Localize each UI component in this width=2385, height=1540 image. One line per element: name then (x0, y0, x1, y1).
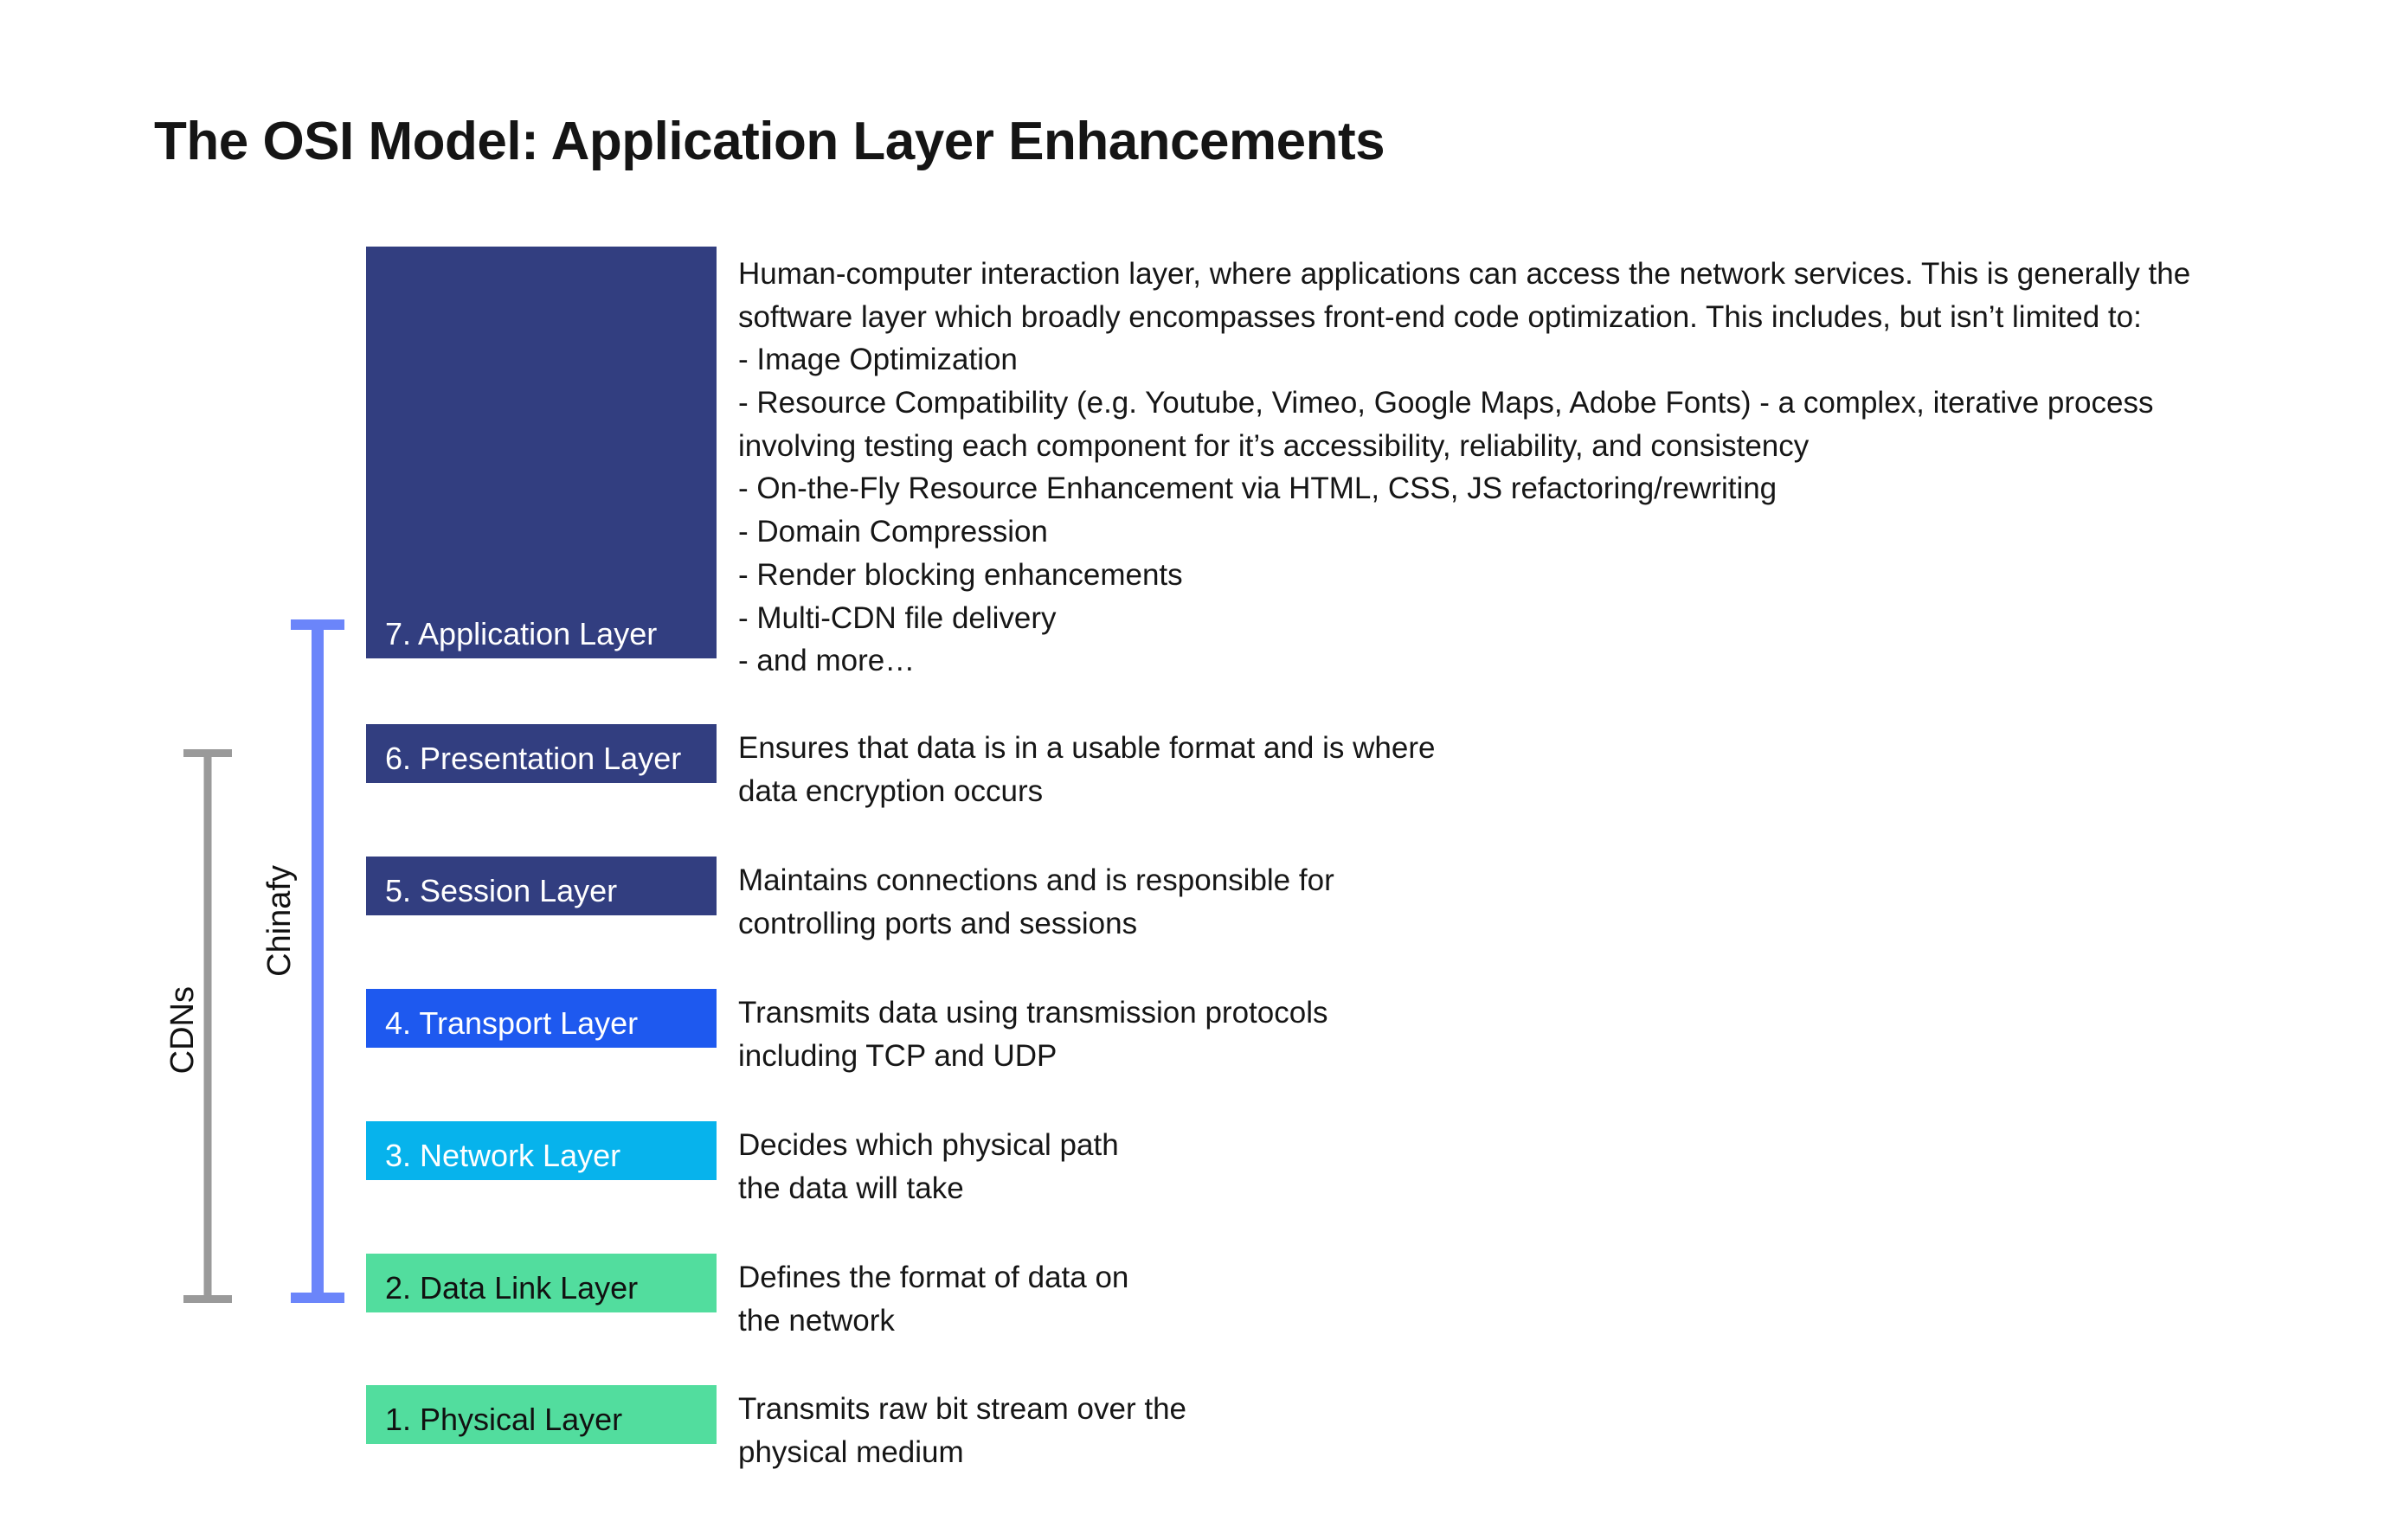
layer-box-session[interactable]: 5. Session Layer (366, 857, 717, 915)
bracket-chinafy-stem (312, 619, 324, 1303)
layer-label-transport: 4. Transport Layer (385, 1005, 639, 1041)
layer-box-application[interactable]: 7. Application Layer (366, 247, 717, 658)
layer-description-data-link: Defines the format of data on the networ… (738, 1261, 1129, 1338)
page-title: The OSI Model: Application Layer Enhance… (154, 112, 1385, 171)
layer-label-application: 7. Application Layer (385, 616, 658, 651)
layer-label-presentation: 6. Presentation Layer (385, 741, 682, 776)
bracket-cdns-label: CDNs (164, 986, 201, 1075)
layer-box-transport[interactable]: 4. Transport Layer (366, 989, 717, 1048)
layer-box-data-link[interactable]: 2. Data Link Layer (366, 1254, 717, 1312)
layer-description-presentation: Ensures that data is in a usable format … (738, 731, 1436, 808)
layer-description-application: Human-computer interaction layer, where … (738, 257, 2191, 678)
layer-description-network: Decides which physical path the data wil… (738, 1128, 1119, 1205)
layer-label-data-link: 2. Data Link Layer (385, 1270, 639, 1306)
layer-box-network[interactable]: 3. Network Layer (366, 1121, 717, 1180)
layer-box-physical[interactable]: 1. Physical Layer (366, 1385, 717, 1444)
layer-label-session: 5. Session Layer (385, 873, 618, 908)
bracket-cdns-stem (203, 749, 212, 1303)
bracket-cdns-bottom-cap (183, 1295, 232, 1303)
layer-label-physical: 1. Physical Layer (385, 1402, 623, 1437)
bracket-chinafy (291, 619, 344, 1303)
layer-box-presentation[interactable]: 6. Presentation Layer (366, 724, 717, 783)
bracket-chinafy-bottom-cap (291, 1293, 344, 1303)
layer-description-transport: Transmits data using transmission protoc… (738, 996, 1328, 1073)
bracket-chinafy-label: Chinafy (261, 865, 298, 977)
layer-description-session: Maintains connections and is responsible… (738, 863, 1334, 940)
layer-label-network: 3. Network Layer (385, 1138, 621, 1173)
bracket-cdns (183, 749, 232, 1303)
layer-description-physical: Transmits raw bit stream over the physic… (738, 1392, 1187, 1469)
